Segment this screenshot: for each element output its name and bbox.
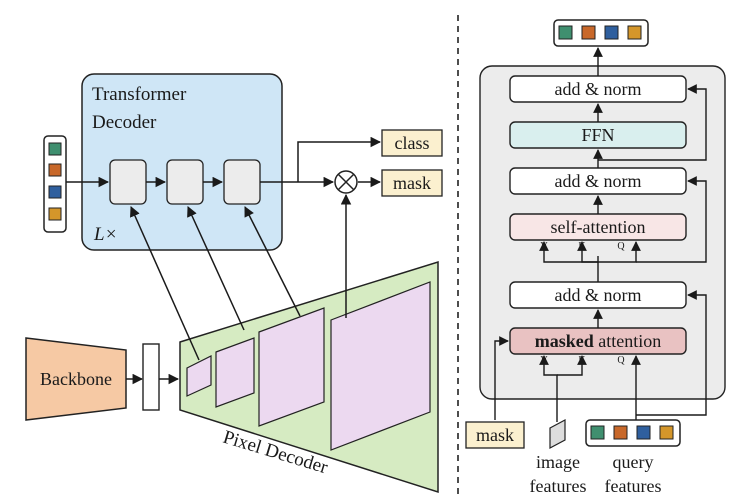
query-features-icon: [585, 419, 681, 447]
feature-map-3: [258, 307, 325, 427]
query-features-line2: features: [605, 476, 662, 496]
output-queries: [553, 19, 649, 47]
self-attn-port-q: Q: [617, 241, 625, 252]
add-norm-low-label: add & norm: [555, 285, 642, 305]
class-output-box: [381, 129, 443, 157]
transformer-title-line2: Decoder: [92, 112, 157, 133]
decoder-layer-3: [223, 159, 261, 205]
mask-output-label: mask: [393, 173, 431, 193]
repeat-label: L×: [93, 224, 117, 245]
backbone-feature-bar: [142, 343, 160, 411]
query-flow-arrows: [66, 136, 382, 188]
mask-output-box: [381, 169, 443, 197]
image-features-line2: features: [530, 476, 587, 496]
mask-input-box: [465, 421, 525, 449]
image-features-line1: image: [536, 452, 580, 472]
masked-attn-port-q: Q: [617, 355, 625, 366]
feature-map-4: [330, 281, 431, 451]
self-attention-label: self-attention: [551, 217, 646, 237]
attention-word: attention: [594, 331, 661, 351]
feature-map-1: [186, 355, 212, 397]
ffn-label: FFN: [581, 125, 614, 145]
add-norm-top-label: add & norm: [555, 79, 642, 99]
class-output-label: class: [395, 133, 430, 153]
mask-input-label: mask: [476, 425, 514, 445]
masked-word: masked: [535, 331, 594, 351]
backbone-label: Backbone: [40, 369, 112, 389]
masked-attention-label: masked attention: [535, 331, 662, 351]
input-queries: [43, 135, 67, 233]
decoder-layer-arrows: [494, 47, 707, 422]
backbone-box: [25, 337, 127, 421]
feature-map-2: [215, 337, 255, 408]
decoder-layer-1: [109, 159, 147, 205]
decoder-layer-2: [166, 159, 204, 205]
image-features-icon: [549, 419, 566, 449]
add-norm-mid-label: add & norm: [555, 171, 642, 191]
query-features-line1: query: [613, 452, 654, 472]
feature-to-decoder-arrows: [130, 193, 352, 361]
multiply-op: [334, 170, 358, 194]
transformer-title-line1: Transformer: [92, 84, 187, 105]
